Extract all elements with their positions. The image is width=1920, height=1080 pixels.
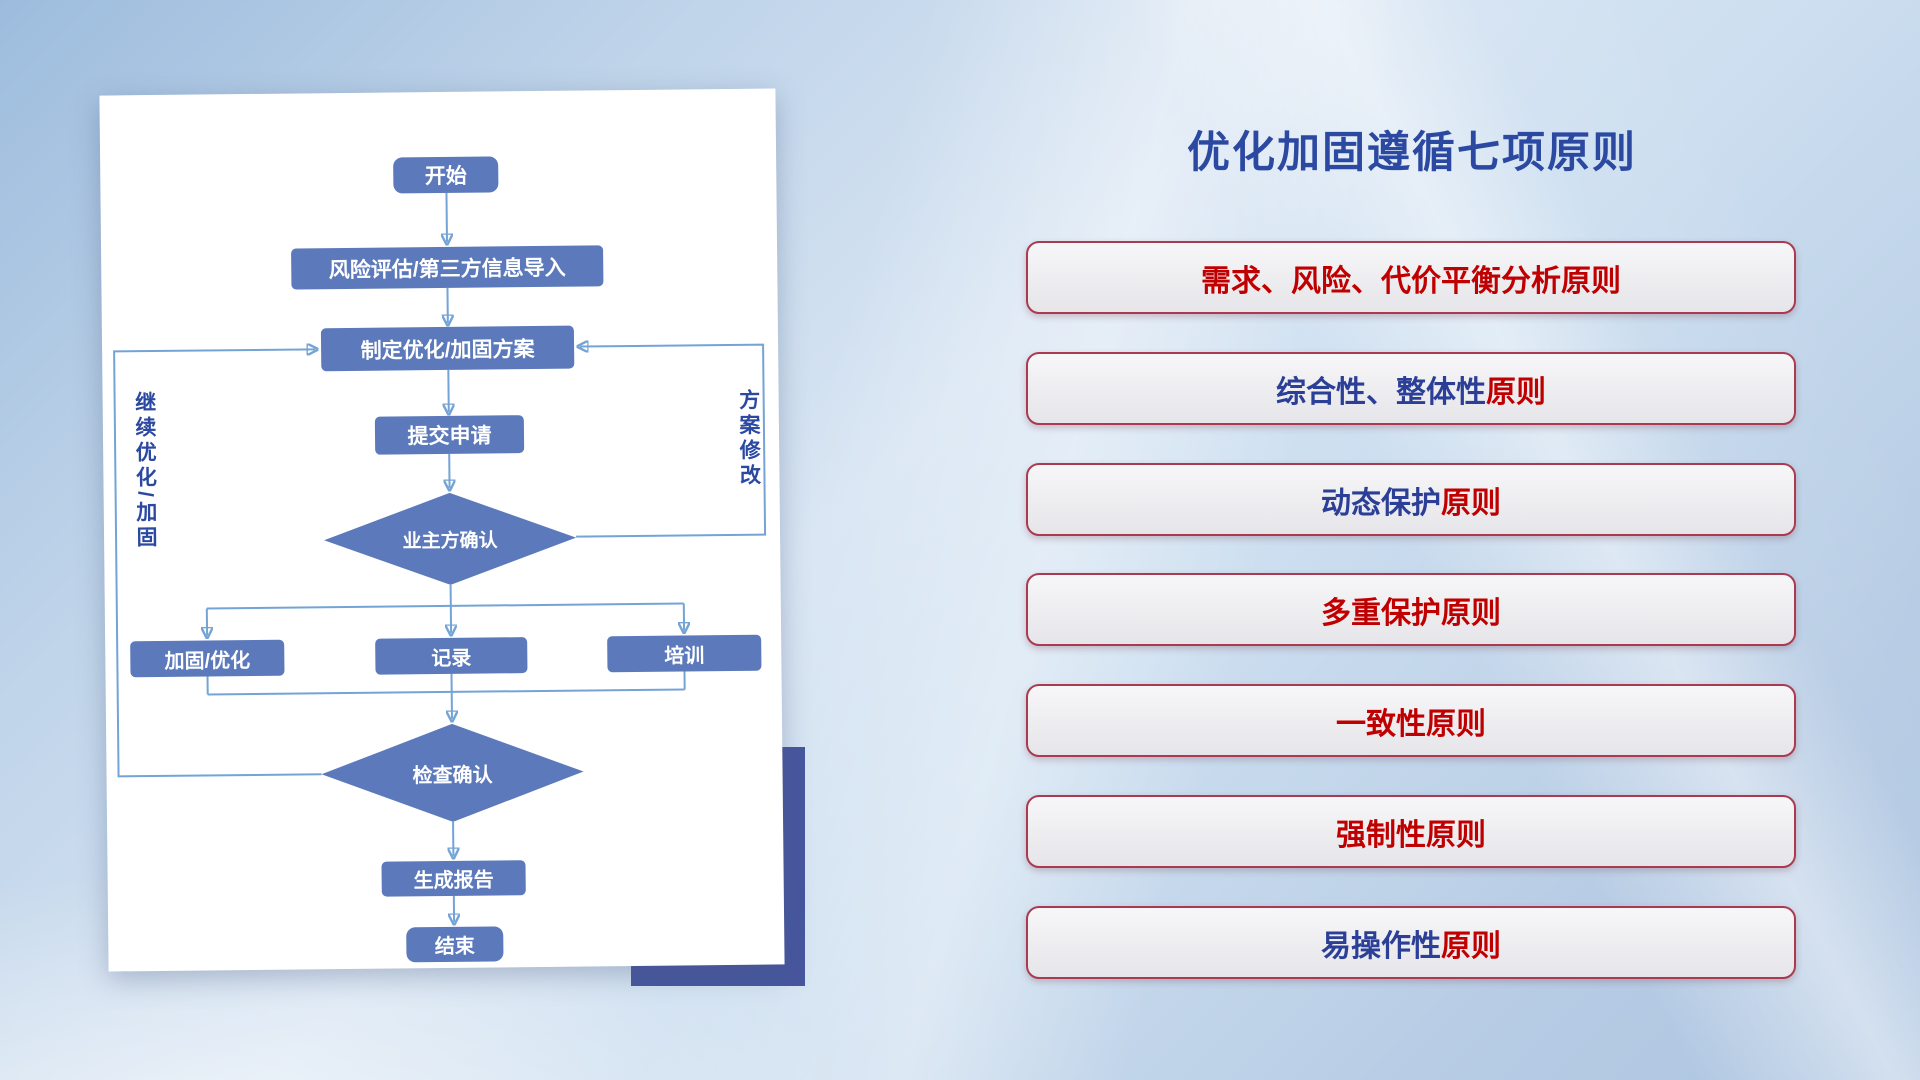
principle-3-blue-text: 动态保护	[1321, 486, 1441, 520]
flow-connectors	[113, 192, 767, 971]
flow-node-record: 记录	[375, 637, 528, 675]
principle-2-red-text: 原则	[1486, 375, 1546, 409]
principle-button-7[interactable]: 易操作性原则	[1026, 906, 1796, 979]
principle-button-3[interactable]: 动态保护原则	[1026, 463, 1796, 536]
flow-node-risk-import: 风险评估/第三方信息导入	[291, 245, 604, 290]
principle-3-red-text: 原则	[1441, 486, 1501, 520]
loop-label-plan-modify: 方案修改	[736, 388, 761, 489]
panel-title: 优化加固遵循七项原则	[1187, 129, 1637, 177]
flow-node-training: 培训	[607, 634, 762, 673]
principle-1-red-text: 需求、风险、代价平衡分析原则	[1201, 264, 1621, 298]
principle-button-6[interactable]: 强制性原则	[1026, 795, 1796, 868]
principle-6-red-text: 强制性原则	[1336, 818, 1486, 852]
flow-node-report: 生成报告	[381, 860, 526, 897]
principle-7-blue-text: 易操作性	[1321, 929, 1441, 963]
principle-7-red-text: 原则	[1441, 929, 1501, 963]
flow-node-end: 结束	[406, 926, 504, 963]
principle-button-4[interactable]: 多重保护原则	[1026, 573, 1796, 646]
principle-button-5[interactable]: 一致性原则	[1026, 684, 1796, 757]
principle-2-blue-text: 综合性、整体性	[1276, 375, 1486, 409]
loop-label-continue-optimize: 继续优化/加固	[132, 390, 158, 552]
flow-node-start: 开始	[393, 156, 499, 194]
principle-button-2[interactable]: 综合性、整体性原则	[1026, 352, 1796, 425]
flow-node-make-plan: 制定优化/加固方案	[320, 325, 575, 372]
flow-node-submit: 提交申请	[374, 415, 525, 455]
flow-node-harden: 加固/优化	[130, 639, 285, 678]
principle-4-red-text: 多重保护原则	[1321, 596, 1501, 630]
flowchart-card: 开始 风险评估/第三方信息导入 制定优化/加固方案 提交申请 业主方确认 加固/…	[99, 88, 785, 972]
principle-button-1[interactable]: 需求、风险、代价平衡分析原则	[1026, 241, 1796, 314]
principle-5-red-text: 一致性原则	[1336, 707, 1486, 741]
